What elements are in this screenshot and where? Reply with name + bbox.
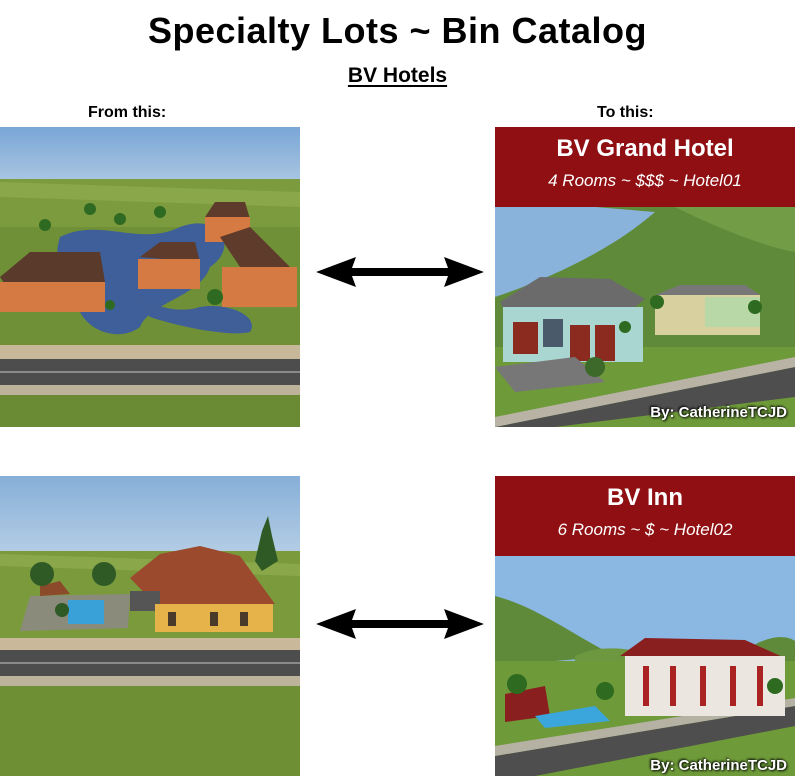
lot-1-banner: BV Grand Hotel 4 Rooms ~ $$$ ~ Hotel01: [495, 127, 795, 207]
lot-2-name: BV Inn: [607, 484, 683, 511]
page-subtitle: BV Hotels: [0, 64, 795, 88]
from-column-label: From this:: [88, 104, 167, 121]
page-title: Specialty Lots ~ Bin Catalog: [147, 10, 648, 51]
lot-1-name: BV Grand Hotel: [556, 135, 734, 162]
lot-1-info: 4 Rooms ~ $$$ ~ Hotel01: [548, 171, 742, 190]
to-column-label: To this:: [597, 104, 654, 121]
new-lot-2-image: By: CatherineTCJD: [495, 556, 795, 776]
new-lot-1-image: By: CatherineTCJD: [495, 207, 795, 427]
double-headed-arrow-icon: [316, 609, 484, 639]
lot-2-credit: By: CatherineTCJD: [650, 757, 787, 774]
original-lot-2-image: [0, 476, 300, 776]
original-lot-1-image: [0, 127, 300, 427]
lot-2-info: 6 Rooms ~ $ ~ Hotel02: [557, 520, 733, 539]
row-2-arrow: [316, 609, 484, 644]
lot-1-credit: By: CatherineTCJD: [650, 404, 787, 421]
subtitle-text: BV Hotels: [347, 64, 448, 87]
lot-2-banner: BV Inn 6 Rooms ~ $ ~ Hotel02: [495, 476, 795, 556]
row-1-arrow: [316, 257, 484, 292]
double-headed-arrow-icon: [316, 257, 484, 287]
